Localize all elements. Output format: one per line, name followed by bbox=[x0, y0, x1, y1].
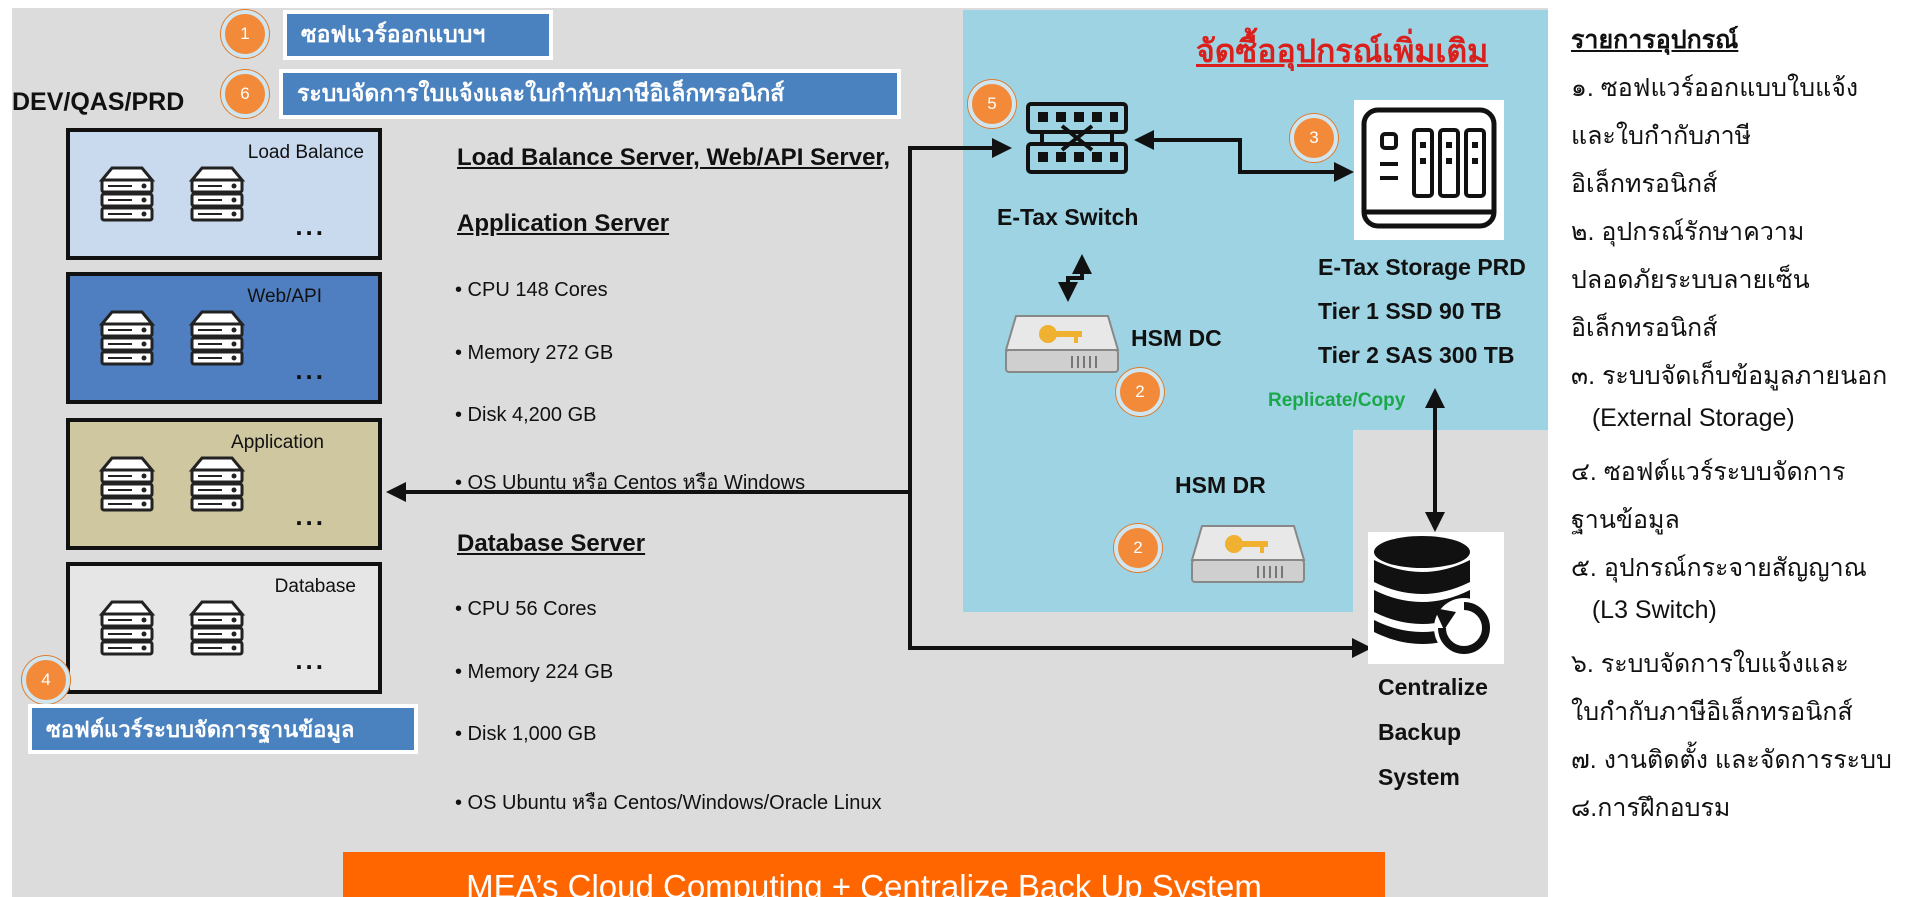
procurement-title: จัดซื้ออุปกรณ์เพิ่มเติม bbox=[1196, 33, 1489, 69]
hsm-key-server-icon bbox=[1004, 315, 1120, 373]
tier-label-load-balance: Load Balance bbox=[247, 142, 364, 163]
cloud-banner-text: MEA’s Cloud Computing + Centralize Back … bbox=[466, 868, 1262, 897]
app-spec-cpu: • CPU 148 Cores bbox=[455, 279, 608, 301]
hsm-key-server-icon bbox=[1190, 525, 1306, 583]
app-spec-heading-1: Load Balance Server, Web/API Server, bbox=[457, 144, 891, 171]
more-servers-dots: ... bbox=[295, 645, 326, 675]
app-spec-heading-2: Application Server bbox=[457, 210, 670, 237]
link-switch-hsm bbox=[1058, 254, 1092, 302]
equipment-line: ๗. งานติดตั้ง และจัดการระบบ bbox=[1571, 746, 1892, 774]
db-spec-memory: • Memory 224 GB bbox=[455, 661, 614, 683]
db-spec-os: • OS Ubuntu หรือ Centos/Windows/Oracle L… bbox=[455, 792, 882, 814]
storage-tier-1: Tier 1 SSD 90 TB bbox=[1318, 298, 1502, 324]
software-design-text: ซอฟแวร์ออกแบบฯ bbox=[301, 21, 486, 47]
backup-label-3: System bbox=[1378, 764, 1460, 790]
switch-label: E-Tax Switch bbox=[997, 204, 1139, 230]
environment-label: DEV/QAS/PRD bbox=[12, 88, 185, 116]
equipment-line: ๕. อุปกรณ์กระจายสัญญาณ bbox=[1571, 554, 1867, 582]
equipment-line: ๔. ซอฟต์แวร์ระบบจัดการ bbox=[1571, 458, 1846, 486]
equipment-line: อิเล็กทรอนิกส์ bbox=[1571, 314, 1718, 342]
hsm-dc-label: HSM DC bbox=[1131, 325, 1222, 351]
server-rack-icon bbox=[98, 166, 156, 222]
backup-label-1: Centralize bbox=[1378, 674, 1488, 700]
tier-application: Application ... bbox=[66, 418, 382, 550]
equipment-line: ๘.การฝึกอบรม bbox=[1571, 794, 1731, 822]
tier-label-application: Application bbox=[231, 432, 324, 453]
server-rack-icon bbox=[188, 310, 246, 366]
tier-label-web-api: Web/API bbox=[247, 286, 322, 307]
nas-storage-icon bbox=[1361, 107, 1497, 229]
backup-label-2: Backup bbox=[1378, 719, 1462, 745]
storage-tier-2: Tier 2 SAS 300 TB bbox=[1318, 342, 1515, 368]
badge-4: 4 bbox=[22, 656, 70, 704]
badge-5: 5 bbox=[968, 80, 1016, 128]
einvoice-system-text: ระบบจัดการใบแจ้งและใบกำกับภาษีอิเล็กทรอน… bbox=[297, 80, 785, 106]
badge-2-dc: 2 bbox=[1116, 368, 1164, 416]
more-servers-dots: ... bbox=[295, 355, 326, 385]
equipment-line: (External Storage) bbox=[1571, 404, 1795, 432]
tier-load-balance: Load Balance ... bbox=[66, 128, 382, 260]
equipment-line: ๒. อุปกรณ์รักษาความ bbox=[1571, 218, 1805, 246]
storage-title: E-Tax Storage PRD bbox=[1318, 254, 1526, 280]
link-switch-storage bbox=[1134, 130, 1354, 182]
equipment-line: ๑. ซอฟแวร์ออกแบบใบแจ้ง bbox=[1571, 74, 1859, 102]
hsm-dr-label: HSM DR bbox=[1175, 472, 1266, 498]
equipment-line: ฐานข้อมูล bbox=[1571, 506, 1680, 534]
db-software-text: ซอฟต์แวร์ระบบจัดการฐานข้อมูล bbox=[46, 716, 355, 742]
cloud-banner: MEA’s Cloud Computing + Centralize Back … bbox=[343, 852, 1385, 897]
database-backup-icon bbox=[1374, 536, 1494, 658]
tier-web-api: Web/API ... bbox=[66, 272, 382, 404]
server-rack-icon bbox=[98, 600, 156, 656]
app-spec-os: • OS Ubuntu หรือ Centos หรือ Windows bbox=[455, 472, 806, 494]
badge-2-dr: 2 bbox=[1114, 524, 1162, 572]
equipment-line: ปลอดภัยระบบลายเซ็น bbox=[1571, 266, 1810, 294]
equipment-line: ๖. ระบบจัดการใบแจ้งและ bbox=[1571, 650, 1849, 678]
tier-label-database: Database bbox=[274, 576, 356, 597]
replicate-label: Replicate/Copy bbox=[1268, 390, 1406, 411]
tier-database: Database ... bbox=[66, 562, 382, 694]
badge-6: 6 bbox=[221, 70, 269, 118]
server-rack-icon bbox=[188, 600, 246, 656]
db-spec-cpu: • CPU 56 Cores bbox=[455, 598, 597, 620]
app-spec-disk: • Disk 4,200 GB bbox=[455, 404, 597, 426]
badge-1: 1 bbox=[221, 10, 269, 58]
server-rack-icon bbox=[98, 310, 156, 366]
equipment-line: (L3 Switch) bbox=[1571, 596, 1717, 624]
equipment-line: และใบกำกับภาษี bbox=[1571, 122, 1752, 150]
link-to-switch bbox=[908, 138, 1012, 492]
equipment-line: อิเล็กทรอนิกส์ bbox=[1571, 170, 1718, 198]
app-spec-memory: • Memory 272 GB bbox=[455, 342, 614, 364]
db-spec-disk: • Disk 1,000 GB bbox=[455, 723, 597, 745]
db-software-label: ซอฟต์แวร์ระบบจัดการฐานข้อมูล bbox=[28, 704, 418, 754]
equipment-list-title: รายการอุปกรณ์ bbox=[1571, 26, 1739, 54]
server-rack-icon bbox=[98, 456, 156, 512]
server-rack-icon bbox=[188, 456, 246, 512]
db-spec-heading: Database Server bbox=[457, 530, 646, 557]
equipment-line: ใบกำกับภาษีอิเล็กทรอนิกส์ bbox=[1571, 698, 1853, 726]
equipment-line: ๓. ระบบจัดเก็บข้อมูลภายนอก bbox=[1571, 362, 1888, 390]
badge-3: 3 bbox=[1290, 114, 1338, 162]
software-design-label: ซอฟแวร์ออกแบบฯ bbox=[283, 10, 553, 60]
more-servers-dots: ... bbox=[295, 501, 326, 531]
server-rack-icon bbox=[188, 166, 246, 222]
more-servers-dots: ... bbox=[295, 211, 326, 241]
link-to-backup bbox=[908, 492, 1372, 658]
einvoice-system-label: ระบบจัดการใบแจ้งและใบกำกับภาษีอิเล็กทรอน… bbox=[279, 69, 901, 119]
network-switch-icon bbox=[1026, 102, 1128, 174]
